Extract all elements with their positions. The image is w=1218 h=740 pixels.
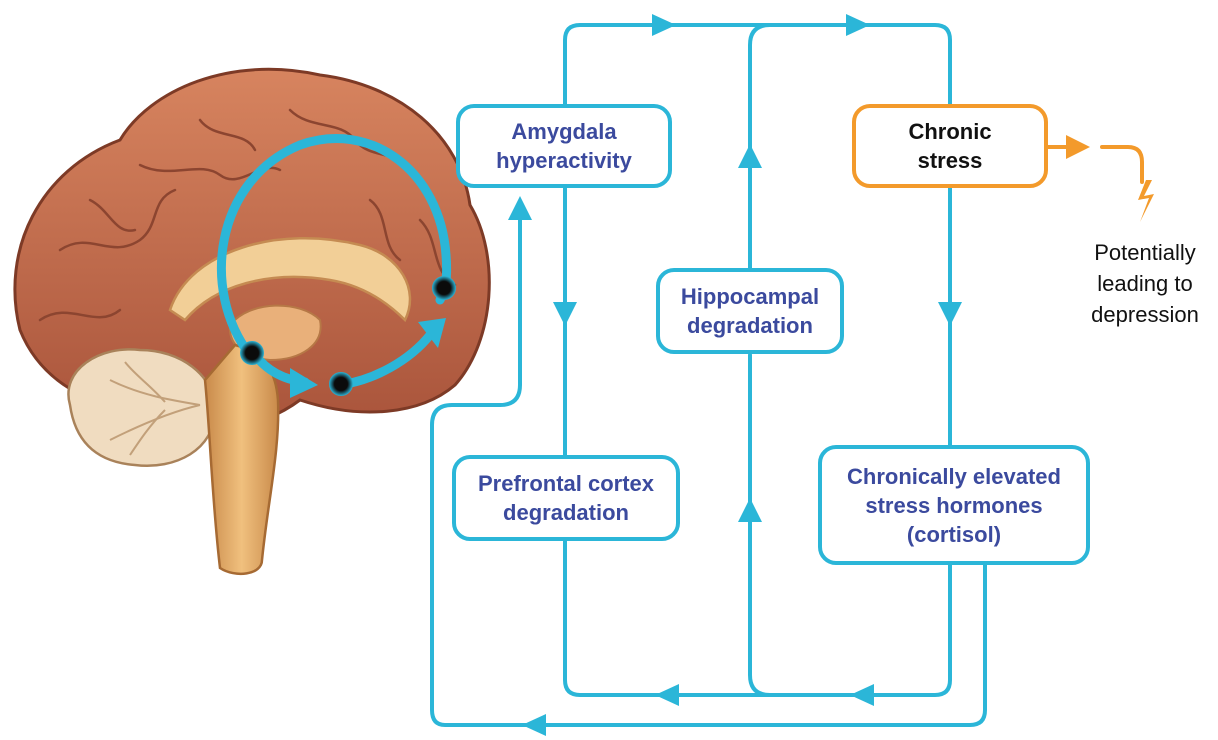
brain-illustration: [15, 69, 489, 574]
region-dot-hippocampus: [329, 372, 353, 396]
arrow-top-right-2: [846, 14, 870, 36]
connector-hippocampal-top: [750, 25, 770, 270]
node-prefrontal-cortex-degradation: Prefrontal cortex degradation: [452, 455, 680, 541]
arrow-bottom-left-2: [850, 684, 874, 706]
outcome-label: Potentially leading to depression: [1072, 237, 1218, 330]
arrow-outer-up: [508, 196, 532, 220]
node-chronic-stress: Chronic stress: [852, 104, 1048, 188]
outcome-connector: [1045, 147, 1142, 182]
region-dot-prefrontal: [432, 276, 456, 300]
arrow-bottom-outer: [522, 714, 546, 736]
node-stress-hormones: Chronically elevated stress hormones (co…: [818, 445, 1090, 565]
arrow-stress-down: [938, 302, 962, 326]
lightning-icon: [1138, 180, 1154, 222]
connector-amygdala-top: [565, 25, 950, 105]
node-hippocampal-degradation: Hippocampal degradation: [656, 268, 844, 354]
connector-hippocampal-down: [750, 355, 770, 695]
region-dot-amygdala: [240, 341, 264, 365]
brain-stem: [205, 345, 278, 574]
arrow-amygdala-down: [553, 302, 577, 326]
outcome-arrowhead: [1066, 135, 1090, 159]
arrow-top-right-1: [652, 14, 676, 36]
arrow-bottom-left-1: [655, 684, 679, 706]
node-amygdala-hyperactivity: Amygdala hyperactivity: [456, 104, 672, 188]
arrow-hippocampal-up-1: [738, 144, 762, 168]
arrow-hippocampal-up-2: [738, 498, 762, 522]
